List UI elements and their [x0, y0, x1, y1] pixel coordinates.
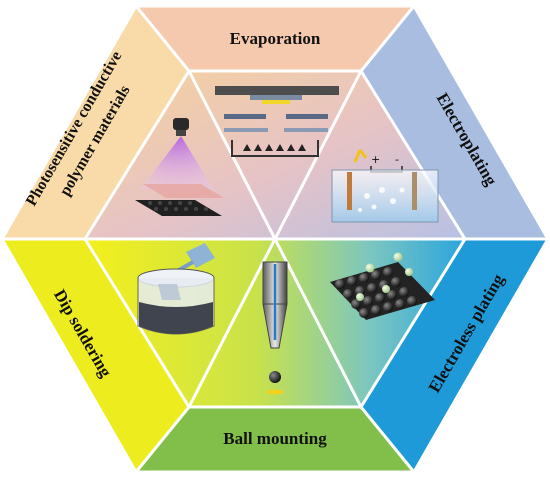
- label-evaporation: Evaporation: [230, 29, 321, 48]
- photolithography-illustration: [135, 118, 224, 216]
- separator-lines: [0, 4, 550, 474]
- evaporation-illustration: [215, 86, 339, 157]
- segment-electroplating: [361, 6, 548, 239]
- segment-evaporation: [136, 6, 414, 71]
- svg-text:-: -: [395, 153, 399, 166]
- electroplating-illustration: + -: [331, 149, 439, 223]
- segment-electroless-plating: [361, 239, 548, 472]
- segment-photosensitive: [2, 6, 189, 239]
- dip-soldering-illustration: [137, 243, 215, 335]
- electroless-plating-illustration: [330, 252, 435, 320]
- segment-dip-soldering: [2, 239, 189, 472]
- segment-ball-mounting: [136, 407, 414, 472]
- ball-mounting-illustration: [262, 261, 288, 395]
- label-ball-mounting: Ball mounting: [223, 429, 327, 448]
- svg-text:+: +: [371, 153, 380, 166]
